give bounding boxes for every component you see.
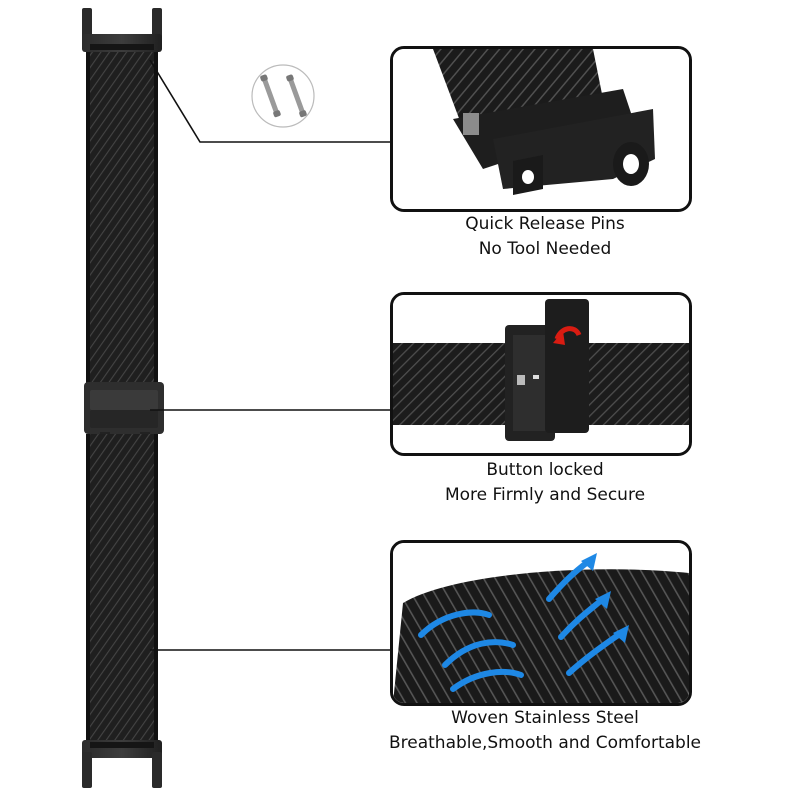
mesh-band-upper [86, 52, 158, 384]
spring-pins-icon [251, 64, 315, 128]
quick-release-pin-icon [393, 49, 689, 209]
button-lock-title: Button locked [486, 460, 604, 480]
woven-steel-caption: Woven Stainless Steel Breathable,Smooth … [350, 706, 740, 756]
magnetic-buckle [84, 382, 164, 440]
mesh-band-lower [86, 434, 158, 740]
button-lock-subtitle: More Firmly and Secure [444, 485, 646, 505]
quick-release-subtitle: No Tool Needed [478, 239, 612, 259]
quick-release-title: Quick Release Pins [465, 214, 625, 234]
quick-release-panel [390, 46, 692, 212]
button-lock-caption: Button locked More Firmly and Secure [350, 458, 740, 508]
top-connector [82, 8, 162, 52]
buckle-lock-icon [393, 295, 689, 453]
woven-steel-title: Woven Stainless Steel [451, 708, 639, 728]
bottom-connector [82, 740, 162, 788]
quick-release-caption: Quick Release Pins No Tool Needed [350, 212, 740, 262]
mesh-breathable-icon [393, 543, 689, 703]
button-lock-panel [390, 292, 692, 456]
woven-steel-subtitle: Breathable,Smooth and Comfortable [388, 733, 702, 753]
woven-steel-panel [390, 540, 692, 706]
